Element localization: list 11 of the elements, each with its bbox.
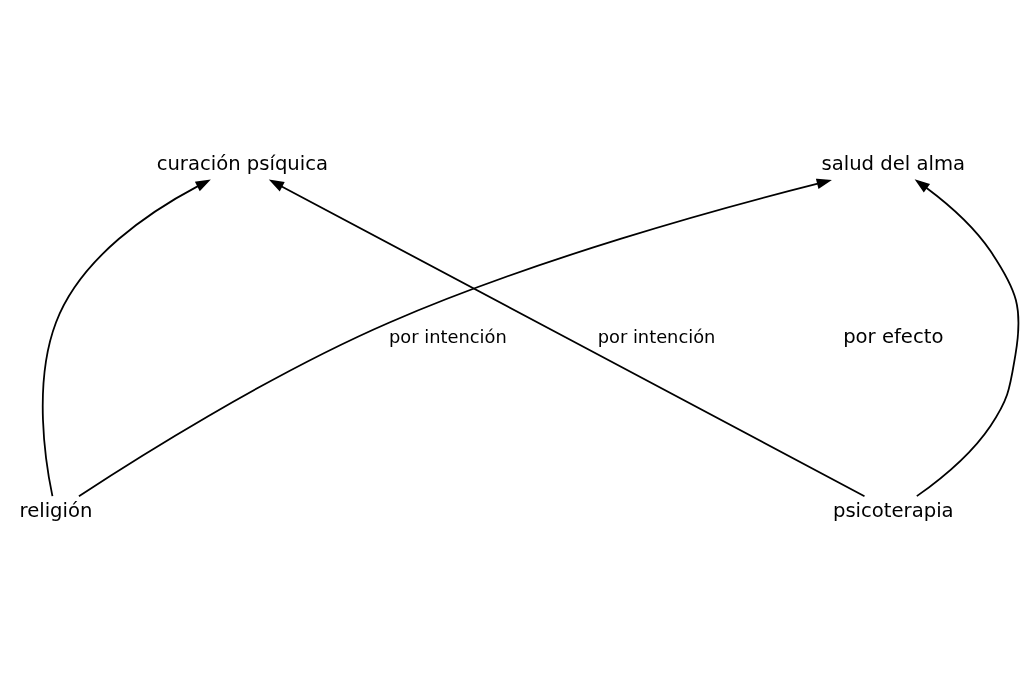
arrow <box>41 179 211 497</box>
arrow <box>268 179 866 497</box>
node-text: psicoterapia <box>832 498 954 522</box>
node-text: salud del alma <box>821 151 966 175</box>
label: por efecto <box>843 324 944 348</box>
edge-label: por intención <box>389 325 507 347</box>
node-text: curación psíquica <box>156 151 329 175</box>
edge-label: por intención <box>597 325 716 347</box>
arrow <box>914 178 1020 497</box>
node-text: religión <box>19 498 93 522</box>
arrow <box>78 178 832 497</box>
